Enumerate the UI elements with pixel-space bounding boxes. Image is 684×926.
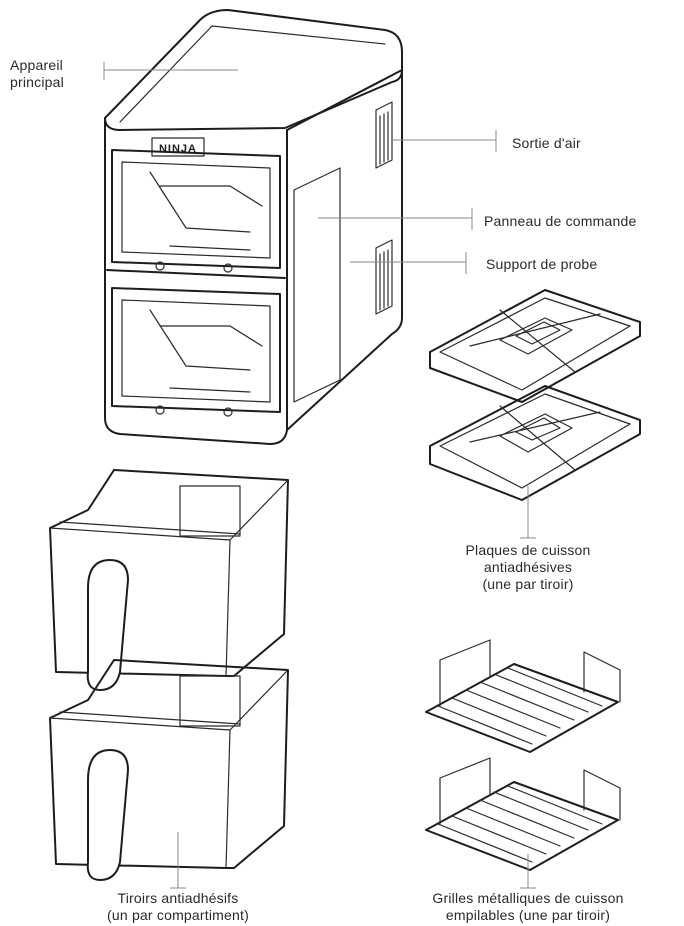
drawer-bottom	[49, 659, 289, 881]
label-crisper-plates-line1: Plaques de cuisson	[465, 542, 591, 558]
rack-bottom	[425, 757, 621, 871]
label-crisper-plates-line3: (une par tiroir)	[482, 576, 574, 592]
crisper-plate-top	[429, 289, 641, 403]
main-unit-illustration	[104, 9, 403, 445]
label-drawers-line1: Tiroirs antiadhésifs	[117, 890, 239, 906]
label-drawers: Tiroirs antiadhésifs (un par compartimen…	[78, 890, 278, 924]
label-main-unit: Appareil principal	[10, 57, 64, 91]
label-racks-line2: empilables (une par tiroir)	[445, 907, 611, 923]
label-crisper-plates: Plaques de cuisson antiadhésives (une pa…	[428, 542, 628, 593]
label-drawers-line2: (un par compartiment)	[107, 907, 249, 923]
drawer-top	[49, 469, 289, 691]
label-air-outlet: Sortie d'air	[512, 135, 581, 151]
label-racks: Grilles métalliques de cuisson empilable…	[408, 890, 648, 924]
crisper-plate-bottom	[429, 385, 641, 501]
label-main-unit-line2: principal	[10, 74, 64, 90]
label-racks-line1: Grilles métalliques de cuisson	[432, 890, 624, 906]
label-probe-holder: Support de probe	[486, 256, 598, 272]
rack-top	[425, 639, 621, 753]
leader-lines	[103, 62, 536, 889]
label-control-panel: Panneau de commande	[484, 213, 637, 229]
label-main-unit-line1: Appareil	[10, 57, 63, 73]
brand-logo: NINJA	[159, 143, 197, 155]
label-crisper-plates-line2: antiadhésives	[483, 559, 573, 575]
